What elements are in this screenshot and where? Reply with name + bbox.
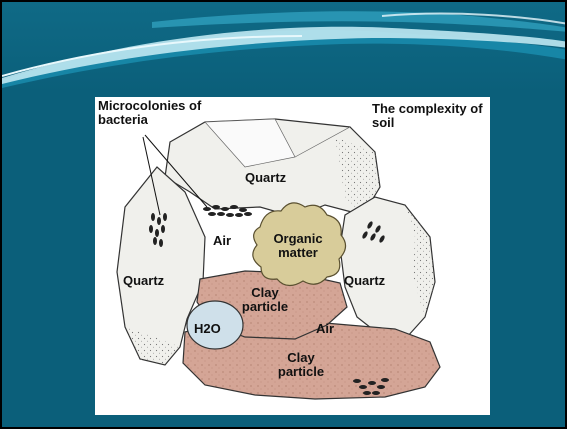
organic-matter-label: Organic matter <box>263 232 333 260</box>
air-bottom-label: Air <box>316 322 334 336</box>
quartz-left-label: Quartz <box>123 274 164 288</box>
quartz-top-label: Quartz <box>245 171 286 185</box>
soil-complexity-diagram: Microcolonies of bacteria The complexity… <box>95 97 490 415</box>
air-top-label: Air <box>213 234 231 248</box>
quartz-right-label: Quartz <box>344 274 385 288</box>
header-wave-decoration <box>2 2 567 92</box>
clay-particle-bottom-label: Clay particle <box>271 351 331 379</box>
figure-title: The complexity of soil <box>372 102 490 130</box>
water-label: H2O <box>194 322 221 336</box>
clay-particle-top-label: Clay particle <box>235 286 295 314</box>
microcolonies-label: Microcolonies of bacteria <box>98 99 218 127</box>
